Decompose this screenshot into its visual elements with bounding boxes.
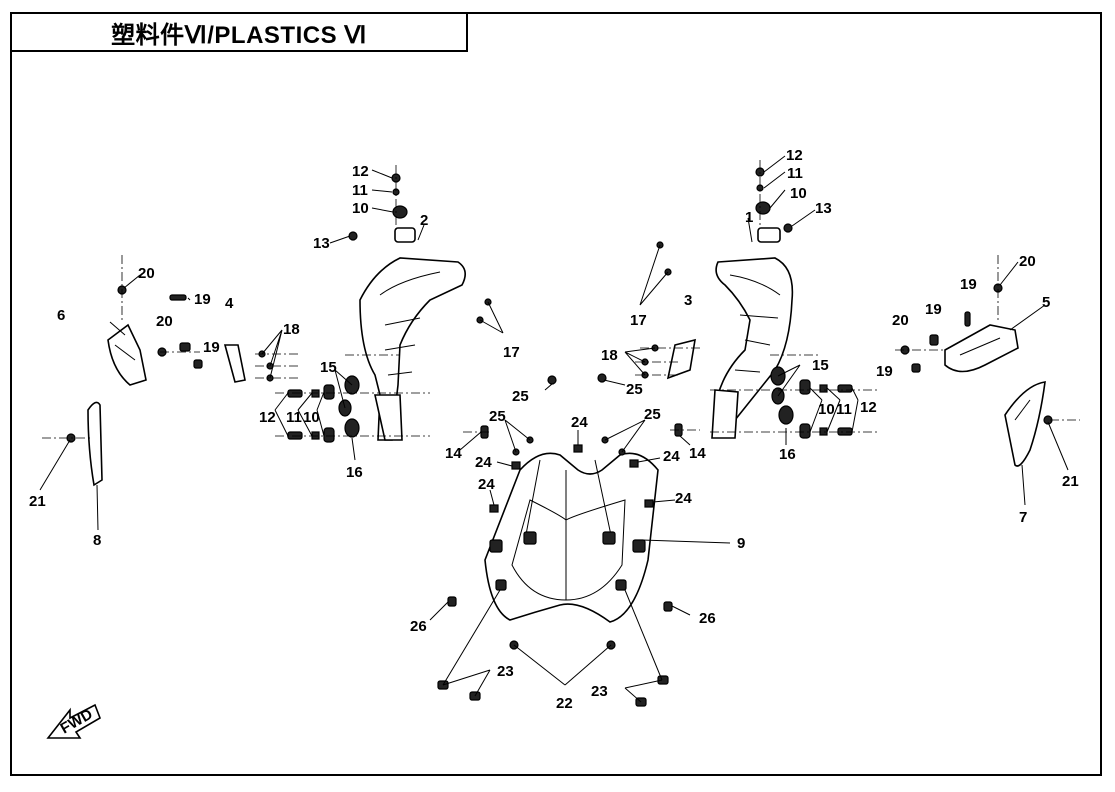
callout-11: 11 [286, 409, 302, 426]
callout-24: 24 [478, 476, 495, 493]
callout-24: 24 [675, 490, 692, 507]
callout-10: 10 [790, 185, 807, 202]
callout-23: 23 [591, 683, 608, 700]
callout-25: 25 [512, 388, 529, 405]
callout-14: 14 [689, 445, 706, 462]
callout-19: 19 [925, 301, 942, 318]
callout-16: 16 [779, 446, 796, 463]
callout-7: 7 [1019, 509, 1027, 526]
callout-11: 11 [787, 165, 803, 182]
callout-21: 21 [29, 493, 46, 510]
left-side-panel-part-2 [359, 227, 466, 441]
callout-17: 17 [630, 312, 647, 329]
callout-15: 15 [320, 359, 337, 376]
callout-3: 3 [684, 292, 692, 309]
callout-25: 25 [489, 408, 506, 425]
callout-20: 20 [138, 265, 155, 282]
callout-12: 12 [860, 399, 877, 416]
callout-16: 16 [346, 464, 363, 481]
callout-4: 4 [225, 295, 234, 312]
callout-2: 2 [420, 212, 428, 229]
page-title: 塑料件Ⅵ/PLASTICS Ⅵ [111, 21, 367, 49]
right-side-panel-part-1 [711, 227, 794, 439]
trim-part-8 [87, 401, 103, 487]
callout-25: 25 [626, 381, 643, 398]
bracket-part-4 [223, 344, 246, 383]
forward-direction-arrow: FWD [46, 703, 101, 739]
callout-10: 10 [352, 200, 369, 217]
callout-5: 5 [1042, 294, 1050, 311]
callout-10: 10 [818, 401, 835, 418]
callout-26: 26 [410, 618, 427, 635]
callout-19: 19 [203, 339, 220, 356]
title-box: 塑料件Ⅵ/PLASTICS Ⅵ [10, 12, 468, 52]
callout-labels: 1 2 3 4 5 6 7 8 9 10 10 10 10 11 11 11 1… [29, 147, 1079, 712]
callout-18: 18 [283, 321, 300, 338]
callout-20: 20 [892, 312, 909, 329]
center-frame-part-9 [484, 452, 659, 623]
callout-19: 19 [876, 363, 893, 380]
callout-24: 24 [475, 454, 492, 471]
center-lines [42, 160, 1080, 439]
callout-11: 11 [836, 401, 852, 418]
callout-12: 12 [259, 409, 276, 426]
callout-19: 19 [960, 276, 977, 293]
mirror-part-6 [107, 323, 147, 386]
mirror-part-5 [944, 324, 1019, 373]
callout-10: 10 [303, 409, 320, 426]
callout-6: 6 [57, 307, 65, 324]
callout-18: 18 [601, 347, 618, 364]
callout-11: 11 [352, 182, 368, 199]
trim-part-7 [1004, 381, 1046, 467]
callout-1: 1 [745, 209, 753, 226]
callout-17: 17 [503, 344, 520, 361]
leader-lines [39, 155, 1069, 703]
callout-23: 23 [497, 663, 514, 680]
callout-26: 26 [699, 610, 716, 627]
callout-24: 24 [663, 448, 680, 465]
callout-8: 8 [93, 532, 101, 549]
callout-13: 13 [815, 200, 832, 217]
callout-15: 15 [812, 357, 829, 374]
fasteners [66, 167, 1053, 707]
callout-20: 20 [156, 313, 173, 330]
callout-12: 12 [786, 147, 803, 164]
callout-25: 25 [644, 406, 661, 423]
callout-20: 20 [1019, 253, 1036, 270]
callout-22: 22 [556, 695, 573, 712]
callout-14: 14 [445, 445, 462, 462]
bracket-part-3 [666, 338, 696, 380]
callout-13: 13 [313, 235, 330, 252]
callout-21: 21 [1062, 473, 1079, 490]
callout-12: 12 [352, 163, 369, 180]
callout-19: 19 [194, 291, 211, 308]
callout-24: 24 [571, 414, 588, 431]
callout-9: 9 [737, 535, 745, 552]
drawing-frame [10, 12, 1102, 776]
